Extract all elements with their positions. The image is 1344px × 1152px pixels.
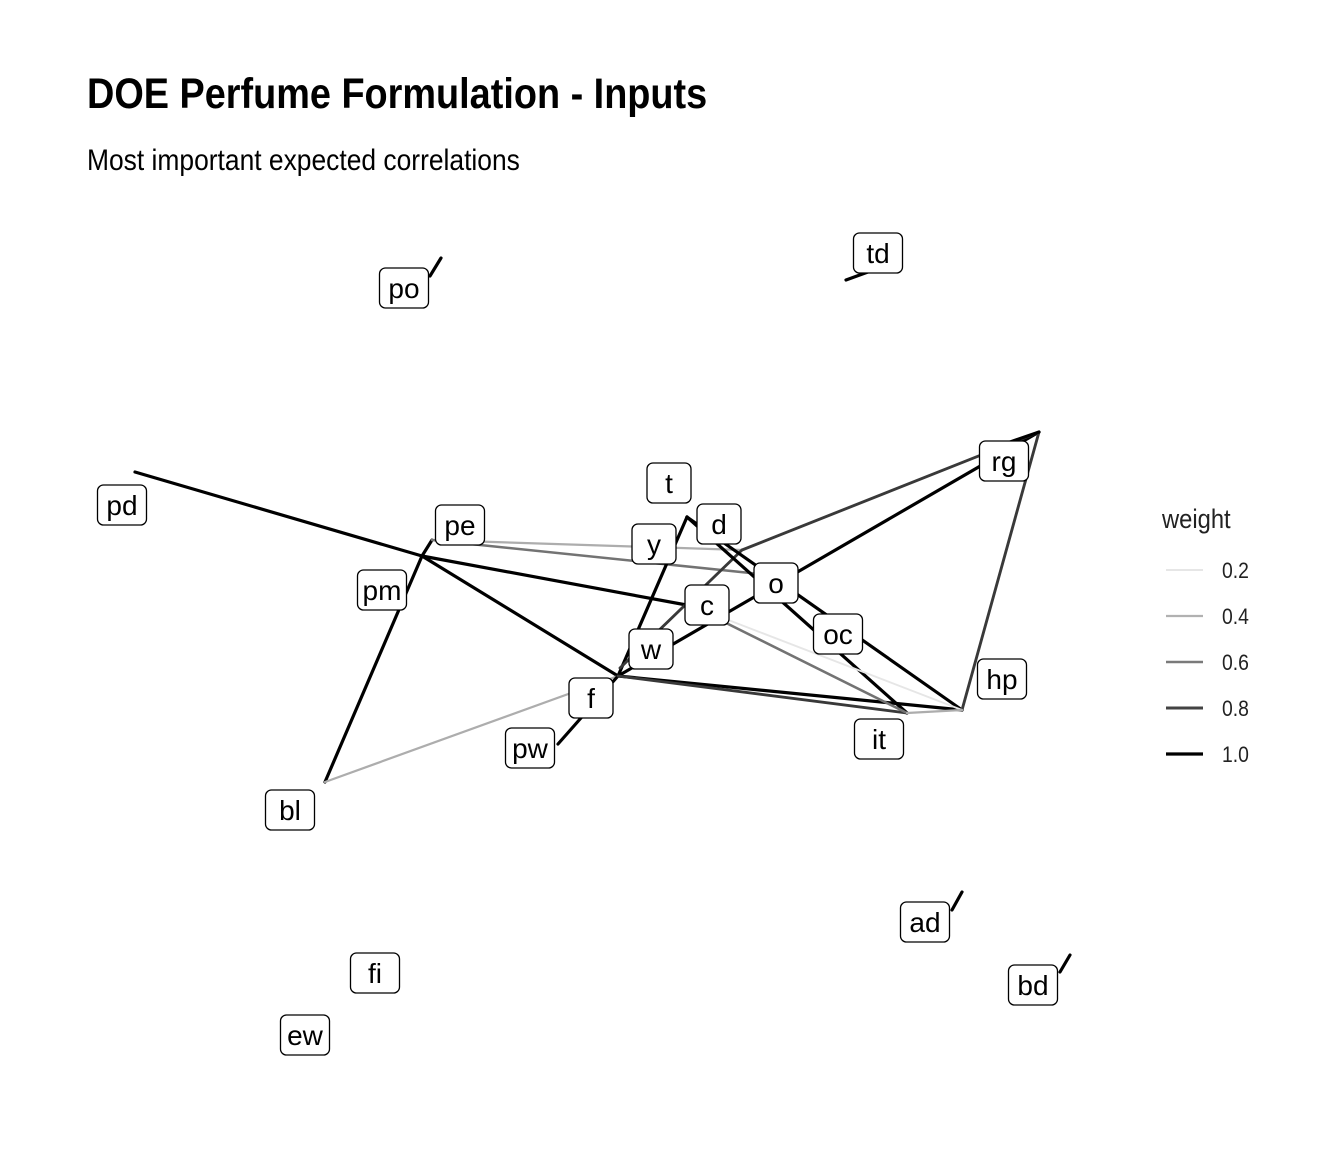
node-box-pw: [504, 727, 556, 769]
edge-pm-pe: [420, 538, 434, 558]
node-pe: pe: [434, 504, 486, 546]
node-box-bd: [1007, 964, 1059, 1006]
edge-pe-o: [430, 538, 762, 576]
edge-c-it: [690, 604, 909, 715]
edge-po-po-stub: [428, 256, 443, 278]
node-label-oc: oc: [823, 619, 853, 650]
node-w: w: [628, 628, 674, 670]
edge-pd-pm: [133, 470, 424, 558]
node-pd: pd: [96, 484, 148, 526]
node-box-w: [628, 628, 674, 670]
node-label-rg: rg: [992, 446, 1017, 477]
legend-label-2: 0.6: [1222, 651, 1249, 675]
edge-rg-rg-stub: [1008, 430, 1041, 444]
edge-bd-bd-stub: [1058, 953, 1072, 974]
node-box-y: [631, 523, 677, 565]
node-label-po: po: [388, 273, 419, 304]
legend-label-0: 0.2: [1222, 559, 1249, 583]
node-label-t: t: [665, 468, 673, 499]
node-bd: bd: [1007, 964, 1059, 1006]
node-box-td: [852, 232, 904, 274]
node-ad: ad: [899, 901, 951, 943]
edge-ad-ad-stub: [950, 890, 964, 912]
node-box-rg: [978, 440, 1030, 482]
node-label-td: td: [866, 238, 889, 269]
node-box-t: [646, 462, 692, 504]
edge-c-hp: [691, 605, 963, 711]
node-box-hp: [976, 658, 1028, 700]
node-pw: pw: [504, 727, 556, 769]
node-box-pe: [434, 504, 486, 546]
node-label-pm: pm: [363, 575, 402, 606]
node-label-ad: ad: [909, 907, 940, 938]
node-o: o: [753, 562, 799, 604]
node-rg: rg: [978, 440, 1030, 482]
legend-label-3: 0.8: [1222, 697, 1249, 721]
node-label-bl: bl: [279, 795, 301, 826]
node-hp: hp: [976, 658, 1028, 700]
node-label-w: w: [640, 634, 662, 665]
node-box-fi: [349, 952, 401, 994]
edges-layer: [133, 256, 1072, 974]
legend-title: weight: [1161, 505, 1231, 535]
node-box-pm: [356, 569, 408, 611]
node-label-c: c: [700, 590, 714, 621]
node-td: td: [852, 232, 904, 274]
node-it: it: [853, 718, 905, 760]
node-label-pw: pw: [512, 733, 549, 764]
node-label-pd: pd: [106, 490, 137, 521]
edge-f-hp: [616, 674, 964, 712]
node-label-pe: pe: [444, 510, 475, 541]
node-ew: ew: [279, 1014, 331, 1056]
node-fi: fi: [349, 952, 401, 994]
edge-it-hp: [905, 708, 964, 715]
nodes-layer: pd po td pe pm ty d c o oc rg w f pw hp it bl ad bd fi ew: [96, 232, 1059, 1056]
chart-title: DOE Perfume Formulation - Inputs: [87, 70, 708, 118]
node-pm: pm: [356, 569, 408, 611]
edge-pm-c: [420, 554, 694, 608]
node-box-oc: [812, 613, 864, 655]
node-box-o: [753, 562, 799, 604]
node-box-d: [696, 503, 742, 545]
node-label-d: d: [711, 509, 727, 540]
node-bl: bl: [264, 789, 316, 831]
node-label-y: y: [647, 529, 661, 560]
node-f: f: [568, 677, 614, 719]
node-label-f: f: [587, 683, 595, 714]
node-po: po: [378, 267, 430, 309]
edge-f-rg: [616, 430, 1041, 678]
legend-label-4: 1.0: [1222, 743, 1249, 767]
node-box-ew: [279, 1014, 331, 1056]
edge-t-it: [685, 515, 909, 715]
node-box-it: [853, 718, 905, 760]
node-label-fi: fi: [368, 958, 382, 989]
node-y: y: [631, 523, 677, 565]
node-label-it: it: [872, 724, 886, 755]
node-label-o: o: [768, 568, 784, 599]
node-c: c: [684, 584, 730, 626]
legend: weight 0.2 0.4 0.6 0.8 1.0: [1161, 505, 1249, 768]
node-label-ew: ew: [287, 1020, 324, 1051]
legend-label-1: 0.4: [1222, 605, 1249, 629]
edge-f-it: [616, 674, 909, 715]
node-box-ad: [899, 901, 951, 943]
node-label-bd: bd: [1017, 970, 1048, 1001]
node-box-f: [568, 677, 614, 719]
node-box-pd: [96, 484, 148, 526]
node-label-hp: hp: [986, 664, 1017, 695]
chart-subtitle: Most important expected correlations: [87, 144, 520, 177]
node-d: d: [696, 503, 742, 545]
node-oc: oc: [812, 613, 864, 655]
node-box-c: [684, 584, 730, 626]
edge-pm-f: [420, 554, 620, 678]
node-t: t: [646, 462, 692, 504]
node-box-po: [378, 267, 430, 309]
node-box-bl: [264, 789, 316, 831]
